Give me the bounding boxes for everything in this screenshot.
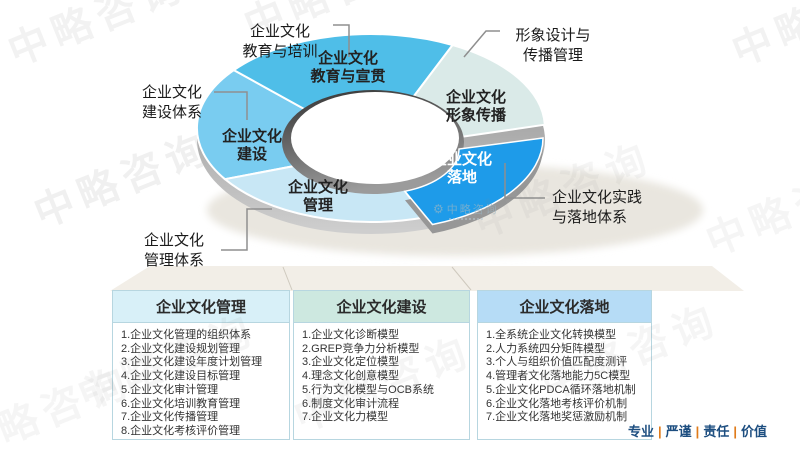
list-item: 2.GREP竞争力分析模型: [302, 342, 420, 355]
motto-word: 责任: [703, 424, 730, 439]
column-title: 企业文化管理: [113, 291, 289, 323]
callout-image-design: 形象设计与 传播管理: [498, 26, 608, 66]
segment-label-landing: 企业文化 落地: [392, 151, 532, 187]
logo-subtext-decoration: [449, 218, 483, 220]
motto-word: 严谨: [665, 424, 692, 439]
list-item: 7.企业文化落地奖惩激励机制: [486, 411, 628, 424]
callout-line: 企业文化: [249, 23, 310, 40]
column-list: 1.全系统企业文化转换模型 2.人力系统四分矩阵模型 3.个人与组织价值匹配度测…: [478, 323, 651, 429]
list-item: 1.企业文化诊断模型: [302, 329, 400, 341]
callout-line: 建设体系: [141, 104, 202, 121]
list-item: 7.企业文化力模型: [302, 411, 389, 424]
list-item: 1.企业文化管理的组织体系: [121, 329, 252, 341]
motto-separator: |: [658, 424, 662, 439]
column-list: 1.企业文化管理的组织体系 2.企业文化建设规划管理 3.企业文化建设年度计划管…: [113, 323, 289, 443]
footer-motto: 专业|严谨|责任|价值: [628, 421, 767, 440]
segment-label-line: 企业文化: [445, 89, 506, 106]
column-management-box: 企业文化管理 1.企业文化管理的组织体系 2.企业文化建设规划管理 3.企业文化…: [112, 290, 290, 440]
callout-practice-system: 企业文化实践 与落地体系: [552, 188, 682, 228]
segment-label-line: 企业文化: [317, 50, 378, 67]
segment-label-line: 管理: [302, 197, 333, 214]
column-landing-box: 企业文化落地 1.全系统企业文化转换模型 2.人力系统四分矩阵模型 3.个人与组…: [477, 290, 652, 440]
callout-line: 教育与培训: [242, 43, 318, 60]
list-item: 1.全系统企业文化转换模型: [486, 329, 617, 341]
platform-crease-left: [282, 266, 293, 291]
connector-line-practice: [504, 163, 545, 199]
connector-line-mgmt-system: [221, 208, 272, 251]
segment-label-line: 企业文化: [287, 179, 348, 196]
column-list: 1.企业文化诊断模型 2.GREP竞争力分析模型 3.企业文化定位模型 4.理念…: [294, 323, 469, 429]
list-item: 3.企业文化建设年度计划管理: [121, 356, 263, 369]
list-item: 5.企业文化PDCA循环落地机制: [486, 383, 636, 396]
callout-line: 企业文化: [143, 232, 204, 249]
list-item: 4.企业文化建设目标管理: [121, 370, 241, 383]
list-item: 4.管理者文化落地能力5C模型: [486, 370, 631, 383]
platform-top-face: [110, 266, 744, 291]
motto-separator: |: [733, 424, 737, 439]
motto-separator: |: [695, 424, 700, 439]
motto-word: 专业: [628, 424, 655, 439]
platform-crease-right: [451, 266, 472, 291]
segment-label-line: 建设: [236, 146, 267, 163]
segment-label-line: 教育与宣贯: [310, 68, 386, 85]
donut-hole: [291, 92, 459, 184]
connector-line-design: [463, 30, 500, 58]
list-item: 4.理念文化创意模型: [302, 370, 400, 383]
callout-line: 企业文化实践: [552, 189, 643, 206]
callout-line: 与落地体系: [552, 209, 628, 226]
segment-label-line: 落地: [446, 169, 477, 186]
donut-segment-landing: [403, 137, 544, 226]
list-item: 3.个人与组织价值匹配度测评: [486, 356, 628, 369]
segment-label-line: 形象传播: [445, 107, 506, 124]
column-title: 企业文化建设: [294, 291, 469, 323]
segment-label-line: 企业文化: [431, 151, 492, 168]
list-item: 6.企业文化落地考核评价机制: [486, 397, 628, 410]
segment-label-education: 企业文化 教育与宣贯: [268, 50, 428, 86]
column-construction-box: 企业文化建设 1.企业文化诊断模型 2.GREP竞争力分析模型 3.企业文化定位…: [293, 290, 470, 440]
list-item: 7.企业文化传播管理: [121, 411, 219, 424]
connector-line-training: [333, 24, 350, 57]
motto-word: 价值: [740, 424, 767, 439]
segment-label-image: 企业文化 形象传播: [396, 89, 556, 125]
list-item: 5.行为文化模型与OCB系统: [302, 383, 435, 396]
connector-line-build-system: [214, 91, 248, 120]
callout-build-system: 企业文化 建设体系: [128, 83, 216, 123]
column-title: 企业文化落地: [478, 291, 651, 323]
segment-label-management: 企业文化 管理: [248, 179, 388, 215]
callout-education-training: 企业文化 教育与培训: [225, 22, 335, 62]
callout-mgmt-system: 企业文化 管理体系: [130, 231, 218, 271]
callout-line: 管理体系: [143, 252, 204, 269]
list-item: 6.制度文化审计流程: [302, 397, 400, 410]
callout-line: 传播管理: [522, 47, 583, 64]
list-item: 8.企业文化考核评价管理: [121, 424, 241, 437]
list-item: 6.企业文化培训教育管理: [121, 397, 241, 410]
segment-label-construction: 企业文化 建设: [182, 128, 322, 164]
list-item: 2.企业文化建设规划管理: [121, 342, 241, 355]
list-item: 2.人力系统四分矩阵模型: [486, 342, 606, 355]
callout-line: 形象设计与: [515, 27, 591, 44]
list-item: 3.企业文化定位模型: [302, 356, 400, 369]
callout-line: 企业文化: [141, 84, 202, 101]
segment-label-line: 企业文化: [221, 128, 282, 145]
list-item: 5.企业文化审计管理: [121, 383, 219, 396]
